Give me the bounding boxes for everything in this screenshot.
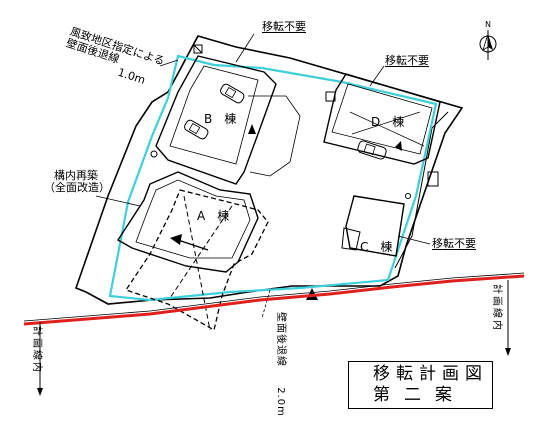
rebuild-label: 構内再築 （全面改造） [44,170,110,194]
arrowhead [505,348,511,356]
building-b-outline [155,55,277,185]
title-line1: 移転計画図 [373,364,488,384]
north-arrow-icon [479,30,497,60]
site-small-box [193,44,203,54]
building-d-cross [351,111,421,135]
leader-move-d [369,65,385,87]
building-d-cross [349,111,425,147]
leader-move-c [397,235,431,245]
building-d-inner [331,83,433,155]
relocation-arrowhead [170,234,182,245]
leader-move-b [235,33,255,63]
building-a-inner [135,179,251,259]
setback-line-label: 壁面後退線 2.0m [274,312,286,417]
title-line2: 第二案 [373,385,466,405]
building-b-inner [169,65,259,165]
building-b-label: B 棟 [204,112,237,126]
site-dashed-line [261,289,271,319]
arrowhead [37,388,43,396]
site-post-mark [150,150,158,158]
rebuild-line2: （全面改造） [44,181,110,194]
road-plan-line-red [23,274,525,326]
site-post-mark [405,193,411,199]
plan-line-left-label: 計画線内 [31,326,42,374]
relocation-arrow [177,239,209,251]
building-d-label: D 棟 [371,115,405,129]
leader-rebuild [95,195,141,207]
site-gate-box [427,171,439,187]
north-label: N [485,20,491,29]
car-icon [220,83,245,104]
site-triangle-mark [248,124,256,134]
building-a-label: A 棟 [197,209,230,223]
lot-inner-line [394,111,449,269]
setback-line-text: 壁面後退線 [275,312,286,367]
title-box: 移転計画図 第二案 [348,361,493,409]
plan-line-right-label: 計画線内 [491,284,502,332]
road-plan-line-dark [23,272,525,322]
building-c-label: C 棟 [360,240,393,254]
car-icon [184,119,209,140]
lot-boundary [74,35,464,305]
building-d-outline [323,73,441,165]
site-small-mark [193,44,203,54]
building-a-rebuild-dashed [124,189,269,331]
building-c-outline [345,195,405,257]
car-icon [357,140,387,160]
leader-setback-scenic [159,59,179,67]
building-a-outline [117,171,259,273]
building-c-annex [341,227,361,251]
site-triangle-mark [395,141,402,151]
site-small-box [325,91,336,102]
rebuild-diagonal [169,205,233,299]
move-not-required-d: 移転不要 [385,54,429,67]
move-not-required-b: 移転不要 [262,20,306,33]
rebuild-line1: 構内再築 [54,169,98,182]
move-not-required-c: 移転不要 [432,237,476,250]
site-dashed-outline [248,95,301,177]
setback-line-cyan [108,54,438,302]
setback-line-distance: 2.0m [275,387,286,417]
